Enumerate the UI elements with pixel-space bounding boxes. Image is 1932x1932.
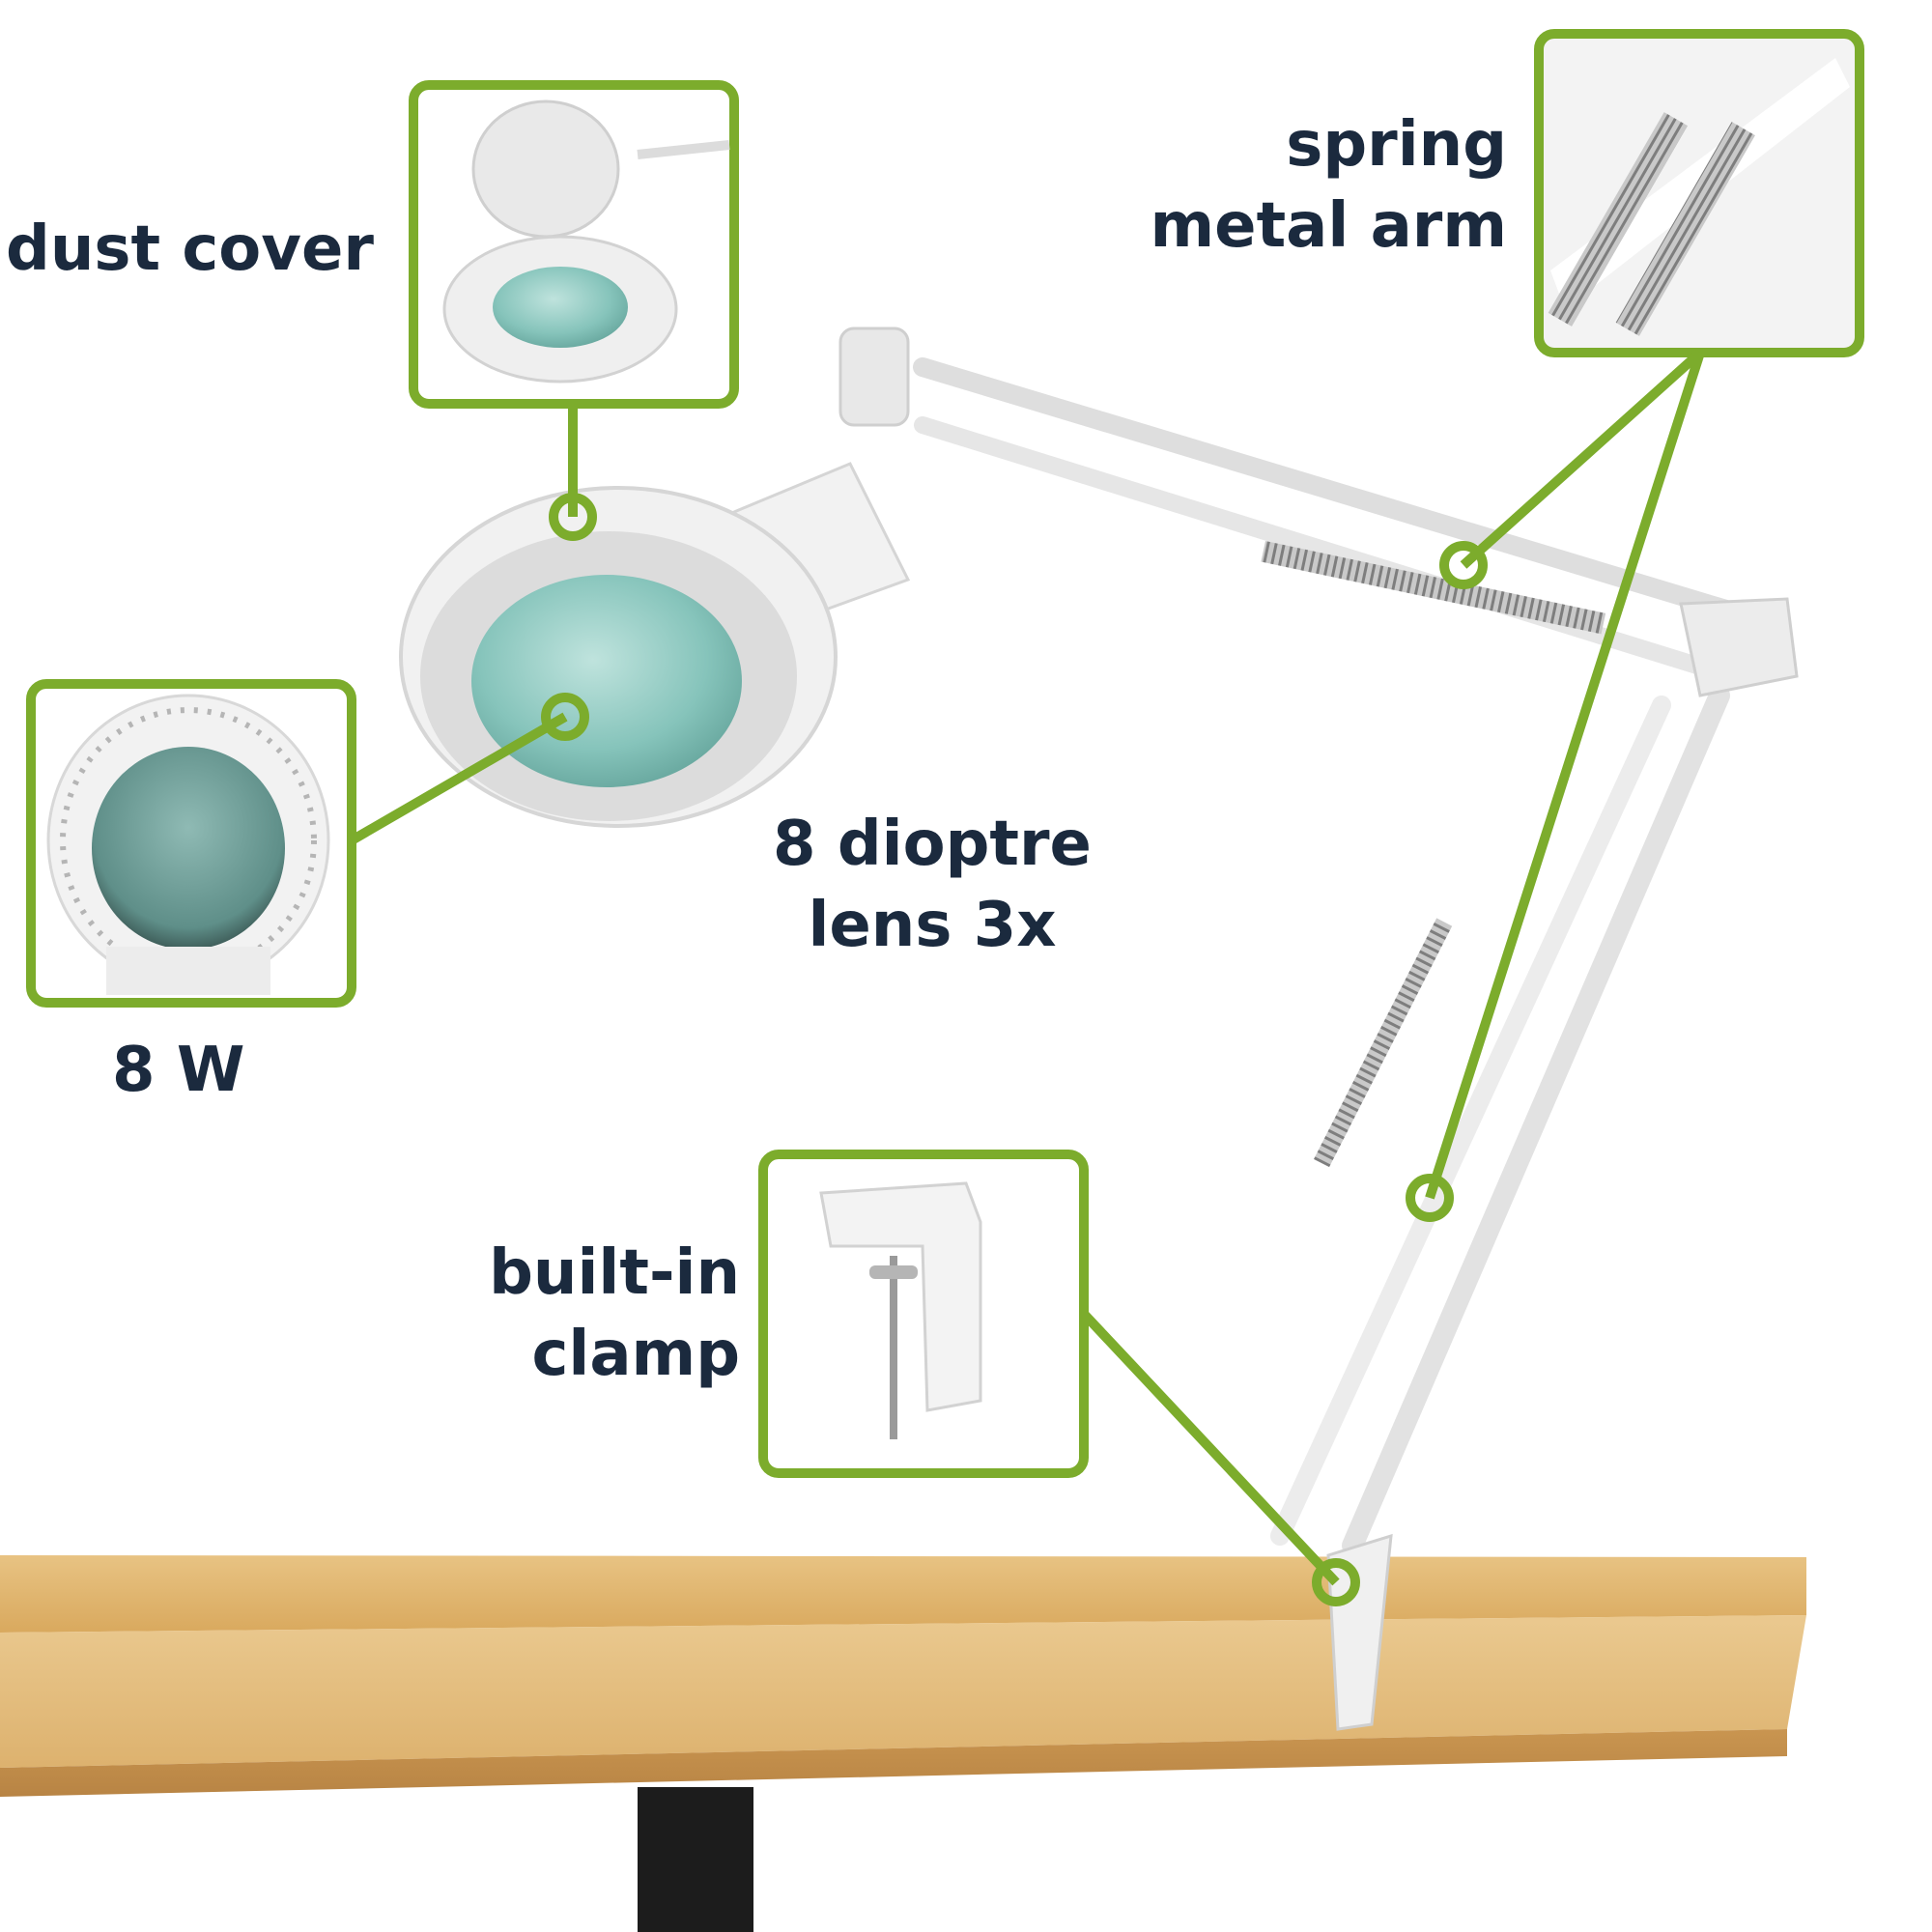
- spring-arm-label-line1: spring: [1286, 109, 1507, 181]
- table-leg: [638, 1787, 753, 1932]
- dust-cover-label: dust cover: [6, 209, 374, 290]
- magnifier-lens: [471, 575, 742, 787]
- power-label-line: 8 W: [112, 1035, 245, 1106]
- callout-spring-arm: [1406, 29, 1864, 1222]
- arm-spring-upper: [1261, 540, 1606, 635]
- spring-arm-label-line2: metal arm: [1150, 190, 1507, 262]
- callout-clamp: [758, 1150, 1360, 1606]
- lamp-arm: [913, 357, 1799, 1731]
- led-lens: [92, 747, 285, 950]
- power-label: 8 W: [112, 1030, 244, 1111]
- led-ring: [60, 707, 317, 974]
- clamp-label-line1: built-in: [489, 1237, 740, 1309]
- callout-led-ring: [26, 679, 589, 1008]
- lens-label: 8 dioptre lens 3x: [763, 804, 1101, 966]
- clamp-label-line2: clamp: [531, 1319, 740, 1390]
- arm-spring-lower: [1314, 918, 1453, 1168]
- clamp-label: built-in clamp: [489, 1233, 740, 1395]
- lens-label-line1: 8 dioptre: [773, 809, 1092, 880]
- lens-label-line2: lens 3x: [808, 890, 1057, 961]
- callout-dust-cover: [409, 80, 739, 541]
- clamp-foot: [1326, 1533, 1393, 1731]
- dust-cover-lid: [471, 99, 620, 239]
- table: [0, 1555, 1806, 1932]
- dust-cover-label-line: dust cover: [6, 213, 374, 285]
- spring-arm-label: spring metal arm: [1150, 104, 1507, 267]
